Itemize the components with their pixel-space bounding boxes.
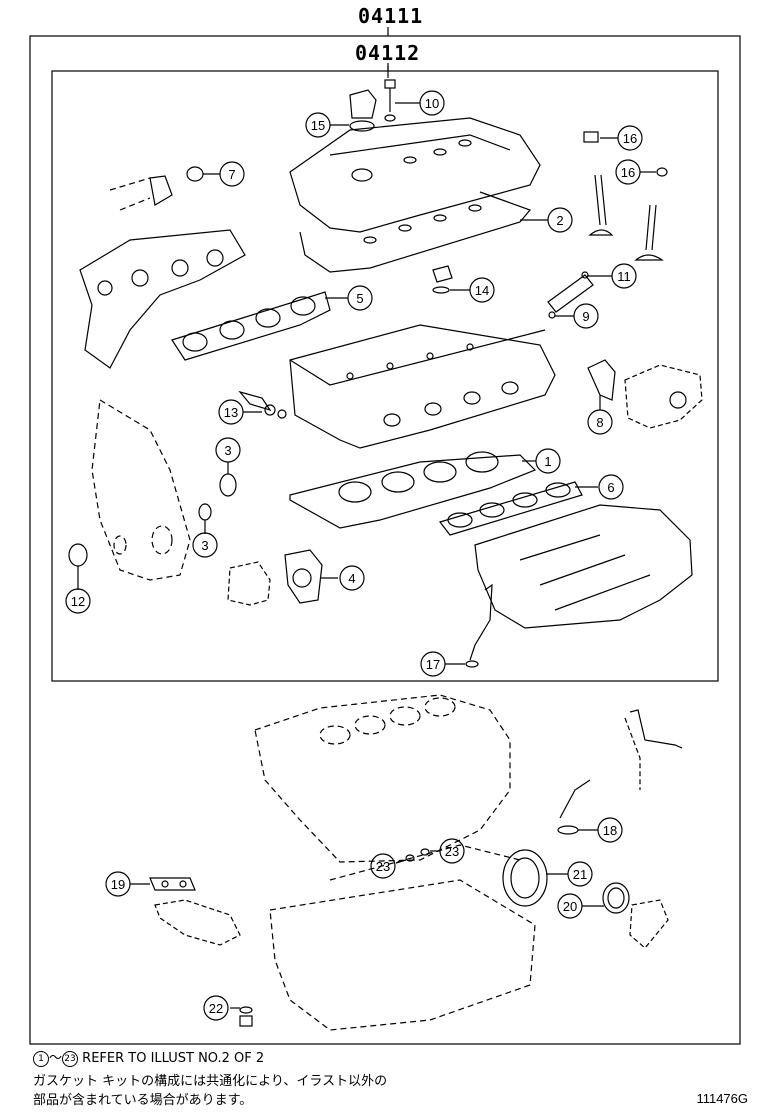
- intake-manifold-gasket: [438, 481, 598, 536]
- callout-c16b: 16: [615, 159, 641, 185]
- callout-c21: 21: [567, 861, 593, 887]
- illustration-id: 111476G: [696, 1091, 748, 1106]
- outer-kit-code: 04111: [358, 4, 424, 28]
- svg-text:17: 17: [426, 657, 440, 672]
- bypass-fitting: [238, 390, 287, 419]
- crankshaft-end: [629, 899, 669, 949]
- oil-strainer: [130, 877, 241, 946]
- callout-c7: 7: [219, 161, 245, 187]
- jp-note-line-1: ガスケット キットの構成には共通化により、イラスト以外の: [33, 1074, 388, 1089]
- valves: [583, 131, 668, 261]
- refer-text: REFER TO ILLUST NO.2 OF 2: [82, 1051, 265, 1066]
- exhaust-manifold-gasket: [171, 291, 348, 361]
- svg-text:6: 6: [607, 480, 614, 495]
- callout-c16a: 16: [617, 125, 643, 151]
- water-bypass-pipe: [557, 709, 683, 835]
- fuel-injector: [547, 271, 612, 319]
- callout-c22: 22: [203, 995, 229, 1021]
- head-gasket: [289, 451, 537, 529]
- callout-c17: 17: [420, 651, 446, 677]
- outer-kit-frame: [29, 35, 741, 1045]
- drain-plug: [230, 1006, 253, 1027]
- callout-c11: 11: [611, 263, 637, 289]
- svg-text:21: 21: [573, 867, 587, 882]
- callout-c10: 10: [419, 90, 445, 116]
- range-separator: ～: [49, 1051, 63, 1066]
- range-end-callout: 23: [62, 1050, 79, 1067]
- svg-text:18: 18: [603, 823, 617, 838]
- svg-text:23: 23: [376, 859, 390, 874]
- svg-text:10: 10: [425, 96, 439, 111]
- callout-c8: 8: [587, 409, 613, 435]
- inner-kit-code: 04112: [355, 41, 421, 65]
- callout-c14: 14: [469, 277, 495, 303]
- inner-kit-frame: [51, 70, 719, 682]
- callout-c15: 15: [305, 112, 331, 138]
- callout-c18: 18: [597, 817, 623, 843]
- callout-c20: 20: [557, 893, 583, 919]
- svg-text:9: 9: [582, 309, 589, 324]
- rear-seal-retainer: [502, 849, 568, 907]
- svg-text:12: 12: [71, 594, 85, 609]
- callout-c23b: 23: [439, 838, 465, 864]
- svg-text:11: 11: [617, 269, 631, 284]
- rear-oil-seal: [582, 882, 630, 914]
- callout-c4: 4: [339, 565, 365, 591]
- callout-c6: 6: [598, 474, 624, 500]
- callout-c9: 9: [573, 303, 599, 329]
- callout-c5: 5: [347, 285, 373, 311]
- plug: [432, 265, 470, 294]
- svg-text:5: 5: [356, 291, 363, 306]
- svg-text:7: 7: [228, 167, 235, 182]
- exhaust-manifold: [79, 229, 246, 369]
- callout-c3b: 3: [192, 532, 218, 558]
- svg-text:3: 3: [224, 443, 231, 458]
- cover-bolt: [384, 66, 420, 122]
- svg-text:22: 22: [209, 1001, 223, 1016]
- svg-text:16: 16: [621, 165, 635, 180]
- cylinder-head-cover: [289, 117, 541, 233]
- callout-c19: 19: [105, 871, 131, 897]
- intake-manifold: [474, 504, 693, 629]
- cylinder-head: [289, 324, 556, 449]
- throttle-body: [587, 359, 703, 429]
- jp-note-line-2: 部品が含まれている場合があります。: [33, 1093, 253, 1108]
- callout-c2: 2: [547, 207, 573, 233]
- callout-c23a: 23: [370, 853, 396, 879]
- svg-text:20: 20: [563, 899, 577, 914]
- range-start-callout: 1: [33, 1050, 49, 1067]
- callout-c12: 12: [65, 588, 91, 614]
- exhaust-pipe: [109, 166, 220, 211]
- svg-text:8: 8: [596, 415, 603, 430]
- svg-text:3: 3: [201, 538, 208, 553]
- cover-gasket: [299, 191, 548, 273]
- svg-text:16: 16: [623, 131, 637, 146]
- oil-pan: [269, 844, 536, 1031]
- svg-text:1: 1: [544, 454, 551, 469]
- svg-text:14: 14: [475, 283, 489, 298]
- dipstick-guide: [445, 583, 493, 668]
- svg-text:19: 19: [111, 877, 125, 892]
- svg-text:4: 4: [348, 571, 355, 586]
- cylinder-block: [254, 694, 511, 863]
- timing-cover: [91, 399, 191, 581]
- oil-filler-cap: [330, 89, 377, 132]
- timing-oil-seal: [68, 543, 88, 590]
- callout-c1: 1: [535, 448, 561, 474]
- svg-text:2: 2: [556, 213, 563, 228]
- svg-text:23: 23: [445, 844, 459, 859]
- callout-c3a: 3: [215, 437, 241, 463]
- svg-text:15: 15: [311, 118, 325, 133]
- callout-c13: 13: [218, 399, 244, 425]
- refer-note: 1～23 REFER TO ILLUST NO.2 OF 2: [33, 1050, 264, 1067]
- o-rings-3: [198, 462, 237, 534]
- svg-text:13: 13: [224, 405, 238, 420]
- water-outlet: [227, 549, 338, 606]
